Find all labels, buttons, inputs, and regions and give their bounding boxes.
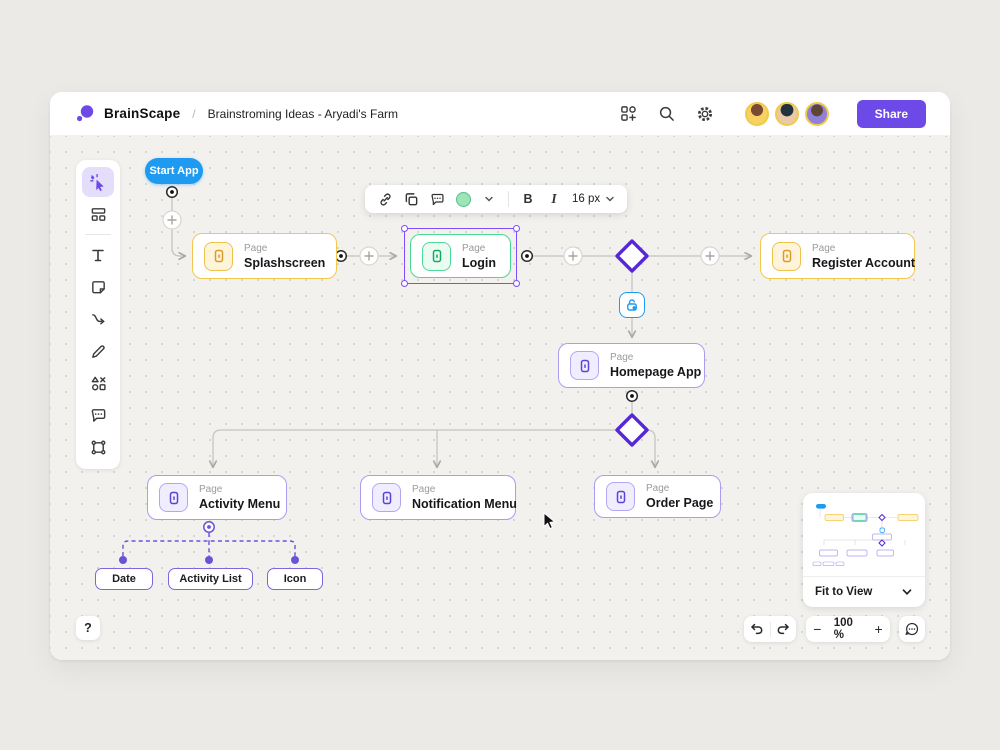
avatar[interactable] [804,101,829,126]
italic-button[interactable]: I [551,191,557,206]
pen-tool[interactable] [82,336,114,366]
zoom-in-button[interactable]: + [874,621,883,637]
undo-button[interactable] [744,616,770,642]
selection-box[interactable] [401,225,520,287]
node-category: Page [646,483,670,494]
node-title: Activity Menu [199,497,281,511]
minimap[interactable] [803,493,925,576]
brand-name: BrainScape [104,106,181,121]
settings-gear-icon[interactable] [695,104,715,124]
history-controls [744,616,796,642]
node-title: Order Page [646,496,714,510]
toolbar-divider [508,191,509,207]
shapes-tool[interactable] [82,368,114,398]
selection-handle[interactable] [513,280,520,287]
node-title: Notification Menu [412,497,517,511]
toolbar-divider [85,234,111,235]
text-tool[interactable] [82,240,114,270]
node-category: Page [412,484,436,495]
page-phone-icon [772,241,801,271]
divider [769,621,771,637]
widgets-add-icon[interactable] [619,104,639,124]
page-phone-icon [606,482,635,511]
bold-button[interactable]: B [523,192,533,206]
breadcrumb-separator: / [192,106,196,121]
chevron-down-icon [606,196,614,202]
minimap-panel: Fit to View [803,493,925,607]
redo-button[interactable] [771,616,797,642]
brand[interactable]: BrainScape [74,103,180,125]
node-category: Page [812,242,836,254]
purple-port-connector [203,521,215,533]
node-title: Register Account [812,255,916,270]
font-size-dropdown[interactable]: 16 px [568,193,619,205]
avatar[interactable] [744,101,769,126]
flow-node-start-app[interactable]: Start App [145,158,203,184]
font-size-value: 16 px [572,193,601,205]
chip-activity-list[interactable]: Activity List [168,568,253,590]
chat-bubble-icon [905,622,919,636]
frame-tool[interactable] [82,199,114,229]
app-window: BrainScape / Brainstroming Ideas - Aryad… [50,92,950,660]
chip-date[interactable]: Date [95,568,153,590]
app-header: BrainScape / Brainstroming Ideas - Aryad… [50,92,950,136]
document-title[interactable]: Brainstroming Ideas - Aryadi's Farm [207,106,398,121]
fill-color-swatch [455,191,471,207]
comment-icon[interactable] [425,187,449,211]
node-title: Splashscreen [244,255,326,270]
selection-handle[interactable] [401,225,408,232]
page-phone-icon [570,351,599,380]
duplicate-icon[interactable] [399,187,423,211]
mouse-cursor [543,512,557,530]
format-toolbar: B I 16 px [365,185,628,213]
selection-handle[interactable] [401,280,408,287]
comment-tool[interactable] [82,400,114,430]
node-category: Page [610,352,634,363]
fill-chevron-down-icon[interactable] [477,187,501,211]
section-tool[interactable] [82,432,114,462]
tool-palette [76,160,120,469]
connector-tool[interactable] [82,304,114,334]
page-phone-icon [372,483,401,512]
node-title: Homepage App [610,365,702,379]
fit-to-view-dropdown[interactable]: Fit to View [803,576,925,607]
share-button[interactable]: Share [856,99,926,128]
brainscape-logo-icon [77,104,94,121]
zoom-level[interactable]: 100 % [833,617,853,641]
page-phone-icon [422,241,451,271]
chat-button[interactable] [899,616,925,642]
zoom-controls: − 100 % + [806,616,890,642]
page-phone-icon [204,241,233,271]
selection-handle[interactable] [513,225,520,232]
avatar[interactable] [774,101,799,126]
chevron-down-icon [902,589,912,596]
search-icon[interactable] [657,104,677,124]
node-title: Login [462,255,497,270]
link-icon[interactable] [373,187,397,211]
lock-icon [627,299,637,311]
node-category: Page [199,484,223,495]
node-category: Page [244,242,268,254]
select-tool[interactable] [82,167,114,197]
zoom-out-button[interactable]: − [813,621,822,637]
chip-icon[interactable]: Icon [267,568,323,590]
page-phone-icon [159,483,188,512]
fill-color-picker[interactable] [451,187,475,211]
lock-badge[interactable] [619,292,645,318]
dashed-endpoint-dots [119,556,299,564]
note-tool[interactable] [82,272,114,302]
fit-to-view-label: Fit to View [815,586,873,598]
node-category: Page [462,242,486,254]
help-button[interactable]: ? [76,616,100,640]
collaborator-avatars [739,101,829,126]
